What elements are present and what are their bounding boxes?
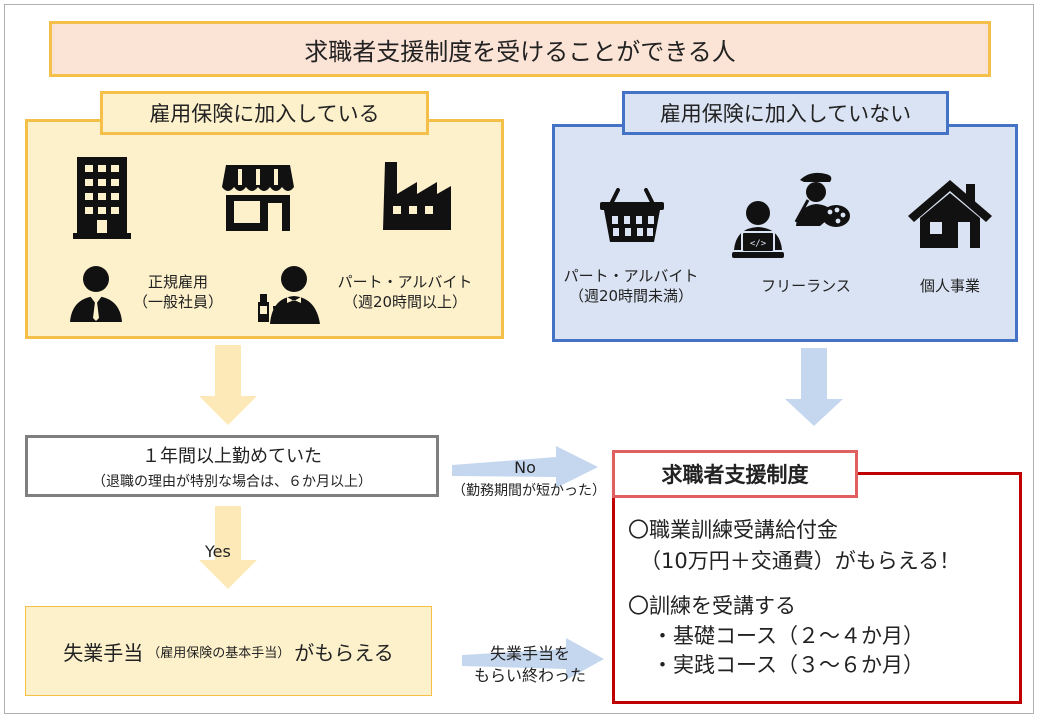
insured-part-time-line2: （週20時間以上） (342, 293, 468, 311)
uninsured-part-time-line1: パート・アルバイト (563, 267, 699, 285)
unemployment-benefit-box: 失業手当 （雇用保険の基本手当） がもらえる (25, 606, 432, 696)
shop-icon (222, 165, 294, 231)
no-label: No (514, 458, 536, 477)
house-icon (908, 180, 992, 248)
regular-employment-line2: （一般社員） (132, 293, 223, 311)
unemployment-note: （雇用保険の基本手当） (147, 645, 291, 661)
insured-down-arrow (199, 345, 257, 425)
course-practical: ・実践コース（３～６か月） (652, 653, 924, 677)
question-main: １年間以上勤めていた (142, 445, 322, 467)
regular-employment-line1: 正規雇用 (147, 273, 208, 291)
benefit-ended-line1: 失業手当を (489, 644, 570, 663)
support-system-label: 求職者支援制度 (612, 450, 858, 498)
freelance-label: フリーランス (761, 277, 851, 295)
benefit-ended-line2: もらい終わった (473, 666, 586, 685)
ended-right-arrow (462, 638, 604, 680)
diagram-title: 求職者支援制度を受けることができる人 (49, 21, 991, 77)
no-reason-label: （勤務期間が短かった） (452, 483, 606, 499)
uninsured-part-time-label: パート・アルバイト （週20時間未満） (556, 266, 706, 306)
svg-text:</>: </> (750, 239, 767, 249)
benefit-ended-label: 失業手当を もらい終わった (462, 643, 598, 687)
benefit-line1: 〇職業訓練受講給付金 (628, 518, 838, 542)
regular-employment-label: 正規雇用 （一般社員） (126, 272, 230, 312)
uninsured-label: 雇用保険に加入していない (622, 91, 949, 135)
unemployment-main: 失業手当 (63, 640, 144, 665)
employment-period-question: １年間以上勤めていた （退職の理由が特別な場合は、６か月以上） (25, 435, 439, 497)
uninsured-down-arrow (785, 348, 843, 426)
outer-frame (4, 4, 1034, 714)
course-basic: ・基礎コース（２～４か月） (652, 624, 924, 648)
programmer-icon: </> (732, 201, 784, 258)
office-building-icon (73, 157, 131, 239)
self-employed-label: 個人事業 (919, 277, 980, 295)
factory-icon (383, 162, 451, 230)
businessman-icon (70, 266, 122, 322)
painter-icon (794, 172, 850, 227)
unemployment-tail: がもらえる (294, 640, 394, 665)
uninsured-part-time-line2: （週20時間未満） (568, 287, 694, 305)
insured-part-time-label: パート・アルバイト （週20時間以上） (320, 272, 490, 312)
insured-part-time-line1: パート・アルバイト (337, 273, 473, 291)
yes-down-arrow (199, 506, 257, 589)
yes-label: Yes (205, 542, 231, 561)
no-right-arrow (452, 446, 598, 488)
benefit-line2: （10万円＋交通費）がもらえる！ (640, 549, 961, 573)
shopping-basket-icon (600, 188, 664, 242)
course-line1: 〇訓練を受講する (628, 594, 796, 618)
question-sub: （退職の理由が特別な場合は、６か月以上） (92, 473, 372, 490)
waiter-icon (258, 266, 320, 324)
insured-label: 雇用保険に加入している (100, 91, 429, 135)
